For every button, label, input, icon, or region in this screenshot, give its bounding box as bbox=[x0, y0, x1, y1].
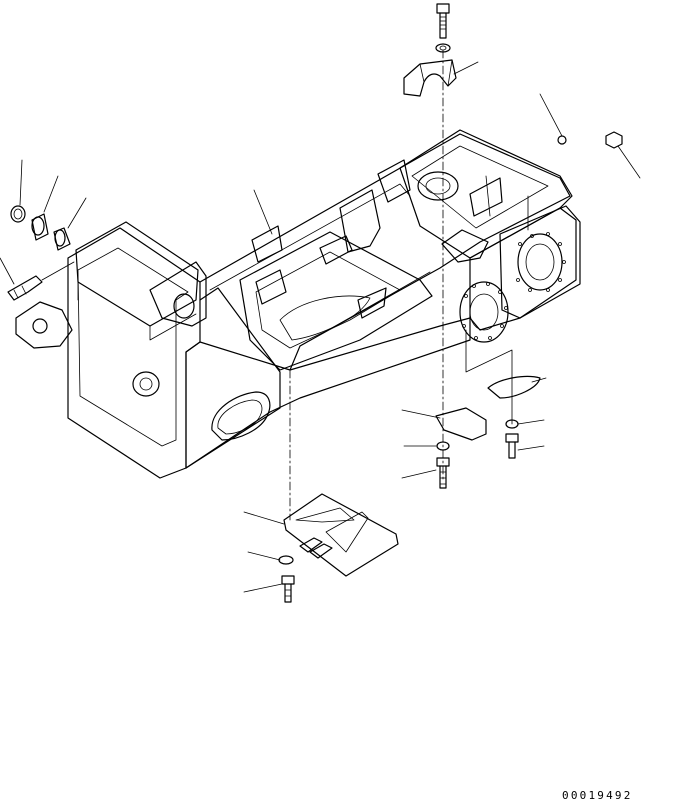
leader-side-fitting-to-frame bbox=[41, 261, 75, 281]
cover-small-1 bbox=[487, 375, 541, 399]
housing-rib bbox=[485, 175, 529, 231]
leader-bolt-center bbox=[401, 469, 437, 479]
washer-center bbox=[436, 441, 450, 451]
front-hub-bore bbox=[469, 293, 499, 331]
bushing-2 bbox=[53, 227, 71, 251]
frame-rear-section bbox=[67, 227, 201, 479]
leader-washer-right bbox=[517, 419, 545, 425]
top-bracket-2 bbox=[255, 269, 287, 305]
lower-pivot-bore bbox=[139, 377, 153, 391]
side-rail-outer bbox=[185, 317, 471, 469]
side-fitting bbox=[7, 275, 43, 301]
rear-mount-hole bbox=[32, 318, 48, 334]
bolt-center bbox=[436, 457, 450, 489]
top-bracket-4 bbox=[319, 235, 353, 265]
cover-small-2 bbox=[435, 407, 487, 441]
leader-bushing-1 bbox=[43, 175, 59, 213]
bushing-1 bbox=[31, 213, 49, 241]
leader-side-fitting bbox=[0, 257, 15, 285]
cap bbox=[403, 59, 457, 97]
frame-rear-bar bbox=[75, 221, 199, 327]
centerline-right-2 bbox=[465, 329, 513, 425]
leader-cap bbox=[453, 61, 479, 75]
top-bracket-1 bbox=[251, 225, 283, 263]
leader-bolt-right bbox=[517, 445, 545, 451]
frame-rear-bar-edge bbox=[77, 281, 197, 341]
lower-bolt bbox=[281, 575, 295, 603]
leader-cover-small-2 bbox=[401, 409, 441, 419]
grease-fitting-1 bbox=[557, 135, 567, 145]
leader-fitting-2 bbox=[617, 145, 641, 179]
rear-pivot-bore bbox=[173, 293, 195, 319]
lower-pivot-boss bbox=[132, 371, 160, 397]
front-housing-bore-top bbox=[417, 171, 459, 201]
rear-mount-bracket bbox=[15, 301, 73, 349]
top-bracket-5 bbox=[357, 287, 387, 319]
bolt-right bbox=[505, 433, 519, 459]
side-plate-slot bbox=[211, 391, 271, 441]
grease-fitting-2 bbox=[605, 131, 623, 149]
rear-pivot-tube bbox=[149, 261, 207, 327]
reference-id: 00019492 bbox=[562, 789, 633, 802]
gear-case-bore bbox=[517, 233, 563, 291]
center-pocket-inner bbox=[255, 251, 401, 349]
lower-shims bbox=[299, 537, 333, 559]
leader-bushing-2 bbox=[67, 197, 87, 229]
front-housing-side bbox=[469, 207, 577, 331]
side-plate-slot-inner bbox=[217, 399, 263, 435]
snap-ring bbox=[10, 205, 26, 223]
leader-snap-ring bbox=[19, 159, 23, 206]
front-housing-top-inner bbox=[411, 145, 549, 229]
leader-top-bracket bbox=[253, 189, 273, 235]
side-rail-plate bbox=[185, 287, 281, 469]
leader-lower-washer bbox=[247, 551, 281, 561]
center-pocket-outer bbox=[239, 231, 433, 371]
lower-washer bbox=[278, 555, 294, 565]
leader-lower-bolt bbox=[243, 583, 283, 593]
main-frame bbox=[15, 129, 581, 479]
leader-lower-plate bbox=[243, 511, 285, 525]
top-bolt bbox=[436, 3, 450, 39]
front-hub-flange bbox=[459, 281, 509, 343]
gear-case-bore-inner bbox=[525, 243, 555, 281]
frame-rear-inner bbox=[77, 247, 189, 447]
front-top-plate bbox=[441, 229, 489, 263]
front-housing-top bbox=[399, 129, 573, 259]
lower-plate bbox=[283, 493, 399, 577]
leader-cover-small-1 bbox=[531, 377, 547, 383]
housing-bracket-1 bbox=[377, 159, 411, 203]
leader-fitting-1 bbox=[539, 93, 563, 137]
gear-case-plate bbox=[499, 205, 581, 319]
front-housing-bore-top-inner bbox=[425, 177, 451, 195]
top-bracket-3 bbox=[339, 189, 381, 253]
flange-bolt-holes bbox=[462, 232, 566, 340]
center-pocket-floor bbox=[279, 295, 371, 341]
housing-bracket-2 bbox=[469, 177, 503, 217]
